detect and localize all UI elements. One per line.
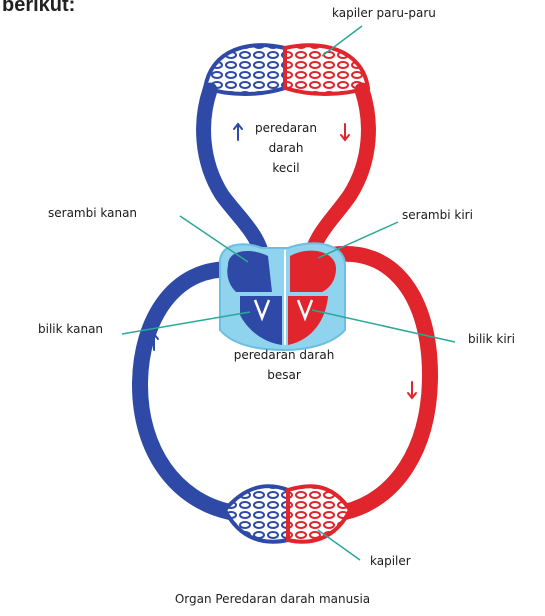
right-atrium: [227, 251, 272, 292]
label-kapiler: kapiler: [370, 554, 411, 568]
heart: [220, 243, 345, 350]
pulmonary-artery-vessel: [204, 90, 265, 270]
lung-capillary-bed: [205, 45, 368, 94]
label-peredaran-kecil: peredaran darah kecil: [228, 118, 344, 178]
left-atrium: [290, 251, 336, 292]
label-peredaran-besar-line1: peredaran darah: [196, 345, 372, 365]
label-peredaran-besar: peredaran darah besar: [196, 345, 372, 385]
label-peredaran-besar-line2: besar: [196, 365, 372, 385]
label-peredaran-kecil-line2: darah: [228, 138, 344, 158]
pointer-kapiler: [318, 530, 360, 560]
figure-caption: Organ Peredaran darah manusia: [0, 592, 545, 606]
label-kapiler-paru: kapiler paru-paru: [332, 6, 436, 20]
label-peredaran-kecil-line1: peredaran: [228, 118, 344, 138]
label-serambi-kiri: serambi kiri: [402, 208, 473, 222]
label-bilik-kiri: bilik kiri: [468, 332, 515, 346]
label-peredaran-kecil-line3: kecil: [228, 158, 344, 178]
body-capillary-bed: [225, 486, 350, 541]
label-serambi-kanan: serambi kanan: [48, 206, 137, 220]
label-bilik-kanan: bilik kanan: [38, 322, 103, 336]
